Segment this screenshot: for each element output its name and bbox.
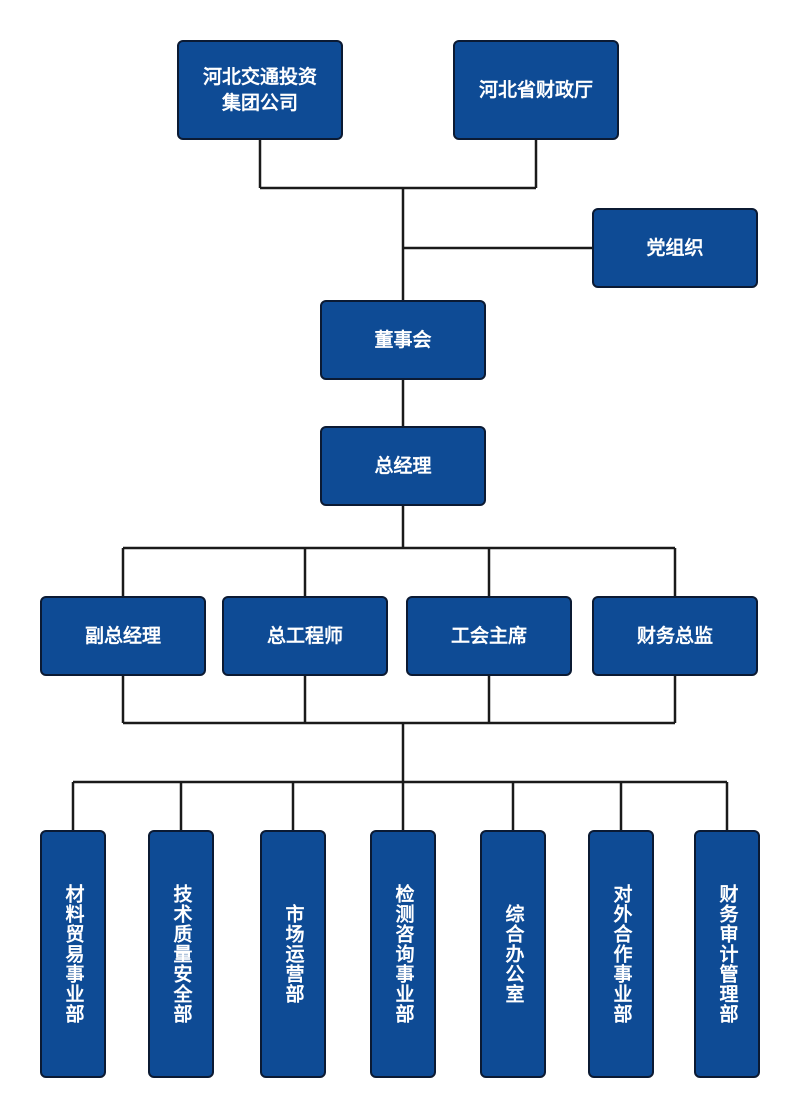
node-hebei-jiaotong-group: 河北交通投资 集团公司 — [177, 40, 343, 140]
node-dept-tech-quality-safety: 技术质量安全部 — [148, 830, 214, 1078]
node-chief-engineer: 总工程师 — [222, 596, 388, 676]
node-dept-materials-trade: 材料贸易事业部 — [40, 830, 106, 1078]
node-dept-finance-audit: 财务审计管理部 — [694, 830, 760, 1078]
node-chief-financial-officer: 财务总监 — [592, 596, 758, 676]
node-deputy-general-manager: 副总经理 — [40, 596, 206, 676]
node-dept-market-operations: 市场运营部 — [260, 830, 326, 1078]
node-party-organization: 党组织 — [592, 208, 758, 288]
node-hebei-finance-department: 河北省财政厅 — [453, 40, 619, 140]
node-union-chairman: 工会主席 — [406, 596, 572, 676]
node-dept-testing-consulting: 检测咨询事业部 — [370, 830, 436, 1078]
node-board-of-directors: 董事会 — [320, 300, 486, 380]
node-dept-general-office: 综合办公室 — [480, 830, 546, 1078]
node-general-manager: 总经理 — [320, 426, 486, 506]
node-dept-external-cooperation: 对外合作事业部 — [588, 830, 654, 1078]
